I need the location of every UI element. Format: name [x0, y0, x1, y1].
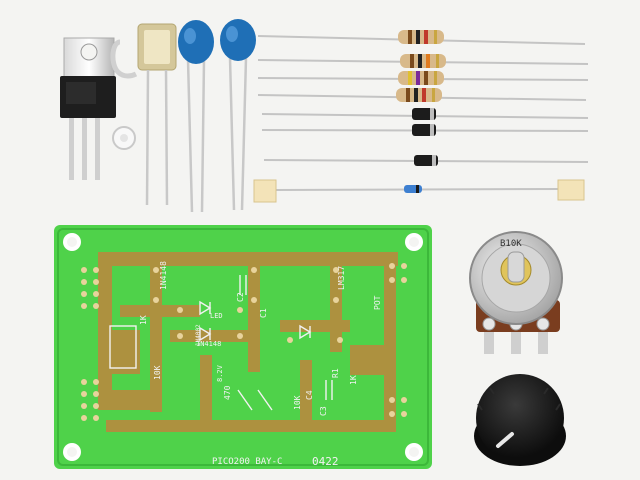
- pcb-label-2: C2: [236, 292, 245, 302]
- pcb-label-6: 1K: [139, 315, 148, 325]
- pcb-number: 0422: [312, 455, 339, 468]
- washer: [112, 126, 136, 150]
- regulator-ic: [60, 37, 116, 180]
- pcb-title: PICO200 BAY-C: [212, 457, 282, 467]
- pcb-label-14: 1K: [349, 375, 358, 385]
- mounting-clip: [110, 39, 138, 79]
- diode-1: [261, 108, 589, 120]
- pcb-label-13: C3: [319, 406, 328, 416]
- pcb-label-10: 10K: [293, 395, 302, 410]
- crystal-can: [137, 23, 177, 206]
- pcb-label-5: 10K: [153, 365, 162, 380]
- pcb-label-8: LM317: [337, 266, 346, 290]
- diode-3: [263, 155, 589, 166]
- resistor-3: [257, 71, 589, 85]
- pcb-label-1: 1N4148: [159, 261, 168, 290]
- resistor-1: [257, 30, 586, 45]
- pcb-label-16: POT: [373, 295, 382, 310]
- ceramic-capacitor-2: [220, 19, 256, 211]
- knob: [474, 374, 566, 466]
- resistor-4: [257, 88, 587, 102]
- pcb-label-9: 470: [223, 385, 232, 400]
- pot-marking: B10K: [500, 239, 522, 249]
- pcb-label-3: 1N4148: [196, 340, 221, 348]
- ceramic-capacitor-1: [178, 20, 214, 213]
- pcb-label-4: LED: [210, 312, 223, 320]
- pcb-label-11: 8.2V: [216, 364, 224, 382]
- pcb-label-12: 1N4002: [195, 324, 202, 346]
- potentiometer: B10K: [469, 231, 563, 354]
- knob-indicator-line: [496, 432, 514, 448]
- pcb-label-7: C1: [259, 308, 268, 318]
- zener-diode: [253, 179, 585, 203]
- diode-2: [261, 124, 589, 136]
- pcb-label-15: C4: [305, 390, 314, 400]
- resistor-2: [257, 54, 589, 68]
- pcb-label-17: R1: [331, 368, 340, 378]
- pcb-board: 1N4148 C2 1N4148 LED 10K 1K C1 LM317 470…: [54, 225, 432, 469]
